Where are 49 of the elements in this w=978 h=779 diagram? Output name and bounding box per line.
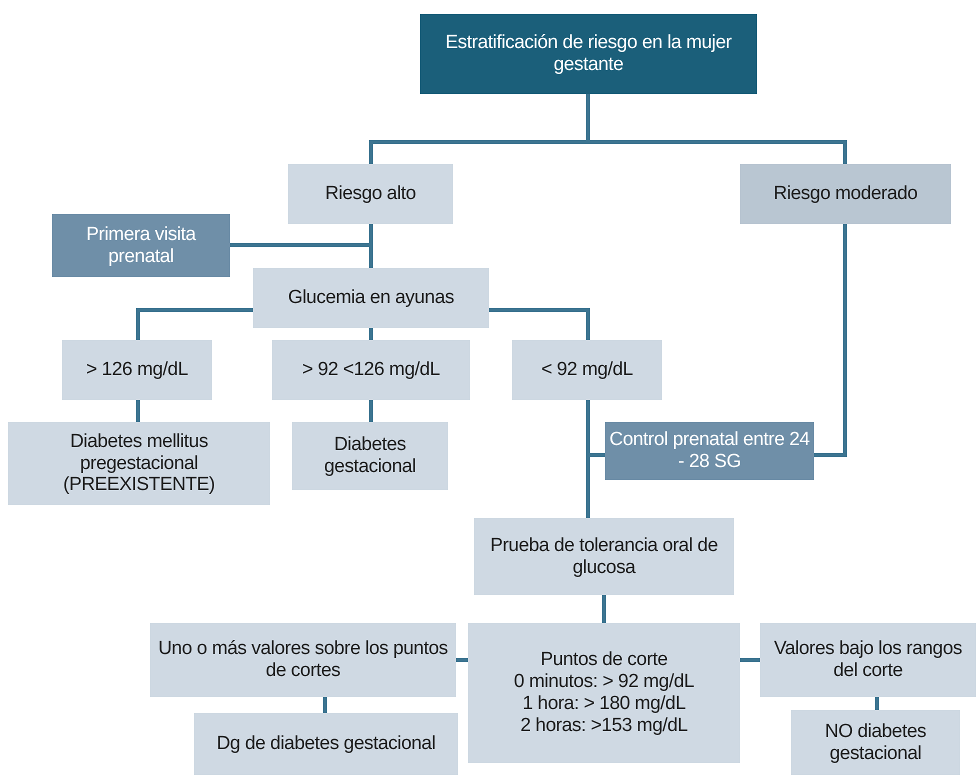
connector-line: [814, 224, 847, 457]
note-box: [52, 214, 230, 277]
range-box: [512, 340, 662, 400]
process-box: [253, 268, 489, 328]
node-text: Glucemia en ayunas: [288, 287, 454, 309]
node-text: Diabetes mellitus pregestacional (PREEXISTENTE): [62, 430, 216, 496]
connector-line: [875, 697, 879, 710]
node-text: Puntos de corte: [540, 649, 668, 672]
node-text: NO diabetes gestacional: [824, 720, 928, 764]
node-text: Riesgo alto: [325, 183, 416, 205]
node-text: > 126 mg/dL: [86, 359, 188, 381]
result-box: [150, 623, 456, 697]
connector-line: [136, 400, 140, 422]
node-text: Dg de diabetes gestacional: [216, 733, 436, 755]
category-box: [740, 164, 951, 224]
node-text: 2 horas: >153 mg/dL: [520, 714, 688, 737]
node-text: Uno o más valores sobre los puntos de cortes: [157, 638, 449, 682]
title-box: [420, 14, 757, 94]
node-text: 1 hora: > 180 mg/dL: [522, 693, 686, 715]
outcome-box: [292, 422, 448, 490]
range-box: [272, 340, 470, 400]
node-text: Control prenatal entre 24 - 28 SG: [609, 429, 810, 473]
connector-line: [489, 308, 590, 340]
category-box: [288, 164, 453, 224]
node-text: Diabetes gestacional: [323, 434, 417, 478]
process-box: [474, 518, 734, 595]
node-text: Valores bajo los rangos del corte: [773, 638, 963, 682]
node-text: > 92 <126 mg/dL: [302, 359, 440, 381]
connector-line: [369, 328, 373, 340]
connector-line: [586, 94, 847, 164]
node-text: Estratificación de riesgo en la mujer gestante: [444, 32, 733, 76]
connector-line: [456, 658, 468, 662]
note-box: [605, 422, 814, 480]
node-text: < 92 mg/dL: [541, 359, 633, 381]
outcome-box: [8, 422, 270, 505]
connector-line: [323, 697, 327, 713]
range-box: [62, 340, 212, 400]
node-text: Riesgo moderado: [774, 183, 918, 205]
node-text: Primera visita prenatal: [85, 224, 197, 268]
connector-line: [136, 308, 253, 340]
outcome-box: [194, 713, 458, 775]
connector-line: [740, 658, 760, 662]
result-box: [760, 623, 976, 697]
node-text: 0 minutos: > 92 mg/dL: [514, 671, 694, 693]
connector-line: [602, 595, 606, 623]
criteria-box: [468, 623, 740, 763]
node-text: Prueba de tolerancia oral de glucosa: [489, 534, 719, 578]
outcome-box: [791, 710, 960, 775]
connector-line: [369, 400, 373, 422]
